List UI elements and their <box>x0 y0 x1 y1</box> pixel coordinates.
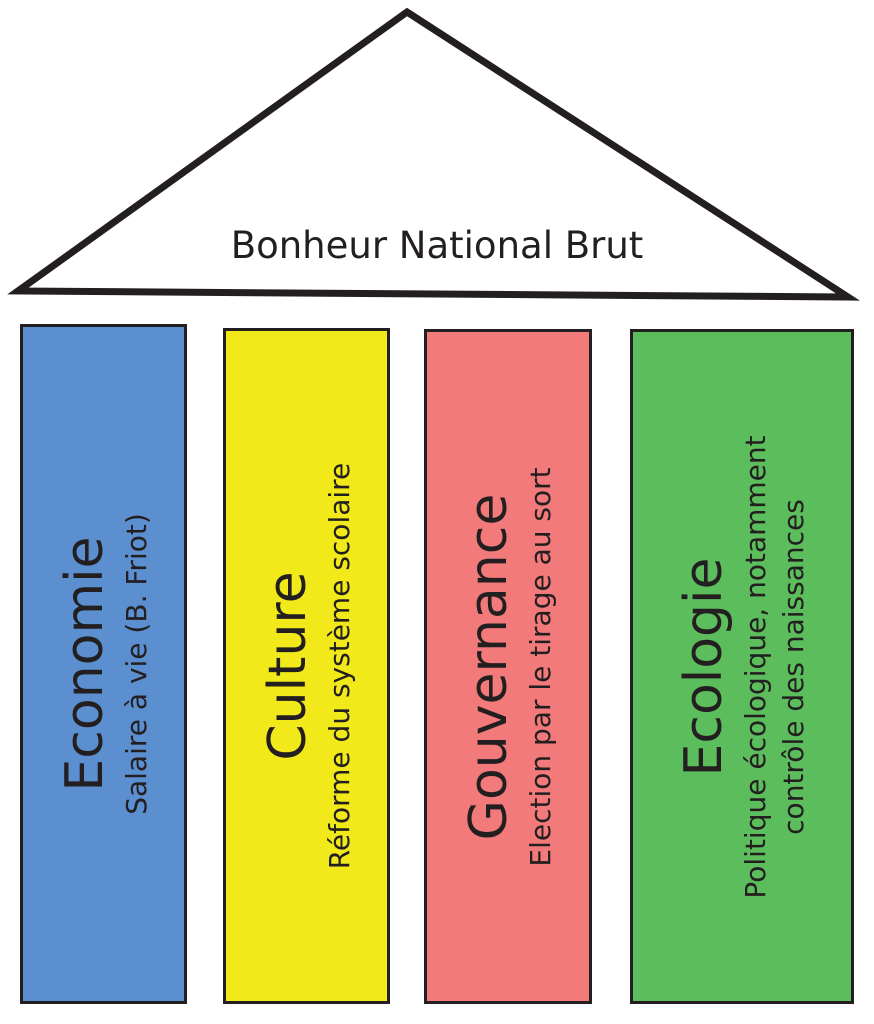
pillar-title: Gouvernance <box>459 493 519 840</box>
roof-title: Bonheur National Brut <box>230 224 644 267</box>
pillar-title: Culture <box>257 571 318 761</box>
pillar-subtitle: Salaire à vie (B. Friot) <box>119 513 153 815</box>
pillar-title: Ecologie <box>674 557 734 776</box>
pillar-text: Economie Salaire à vie (B. Friot) <box>52 513 156 815</box>
pillar-culture: Culture Réforme du système scolaire <box>223 328 390 1004</box>
pillar-title: Economie <box>54 536 115 792</box>
pillar-subtitle: contrôle des naissances <box>777 498 810 835</box>
roof <box>7 7 860 301</box>
pillar-subtitle: Election par le tirage au sort <box>524 466 557 867</box>
pillar-subtitle: Politique écologique, notamment <box>739 434 772 899</box>
pillar-text: Culture Réforme du système scolaire <box>255 463 359 870</box>
pillar-ecologie: Ecologie Politique écologique, notamment… <box>630 329 854 1004</box>
pillar-gouvernance: Gouvernance Election par le tirage au so… <box>424 329 592 1004</box>
roof-triangle <box>7 7 860 301</box>
pillar-text: Ecologie Politique écologique, notamment… <box>671 435 813 898</box>
pillar-subtitle: Réforme du système scolaire <box>322 462 356 870</box>
pillar-economie: Economie Salaire à vie (B. Friot) <box>20 324 187 1004</box>
pillar-text: Gouvernance Election par le tirage au so… <box>456 467 560 866</box>
